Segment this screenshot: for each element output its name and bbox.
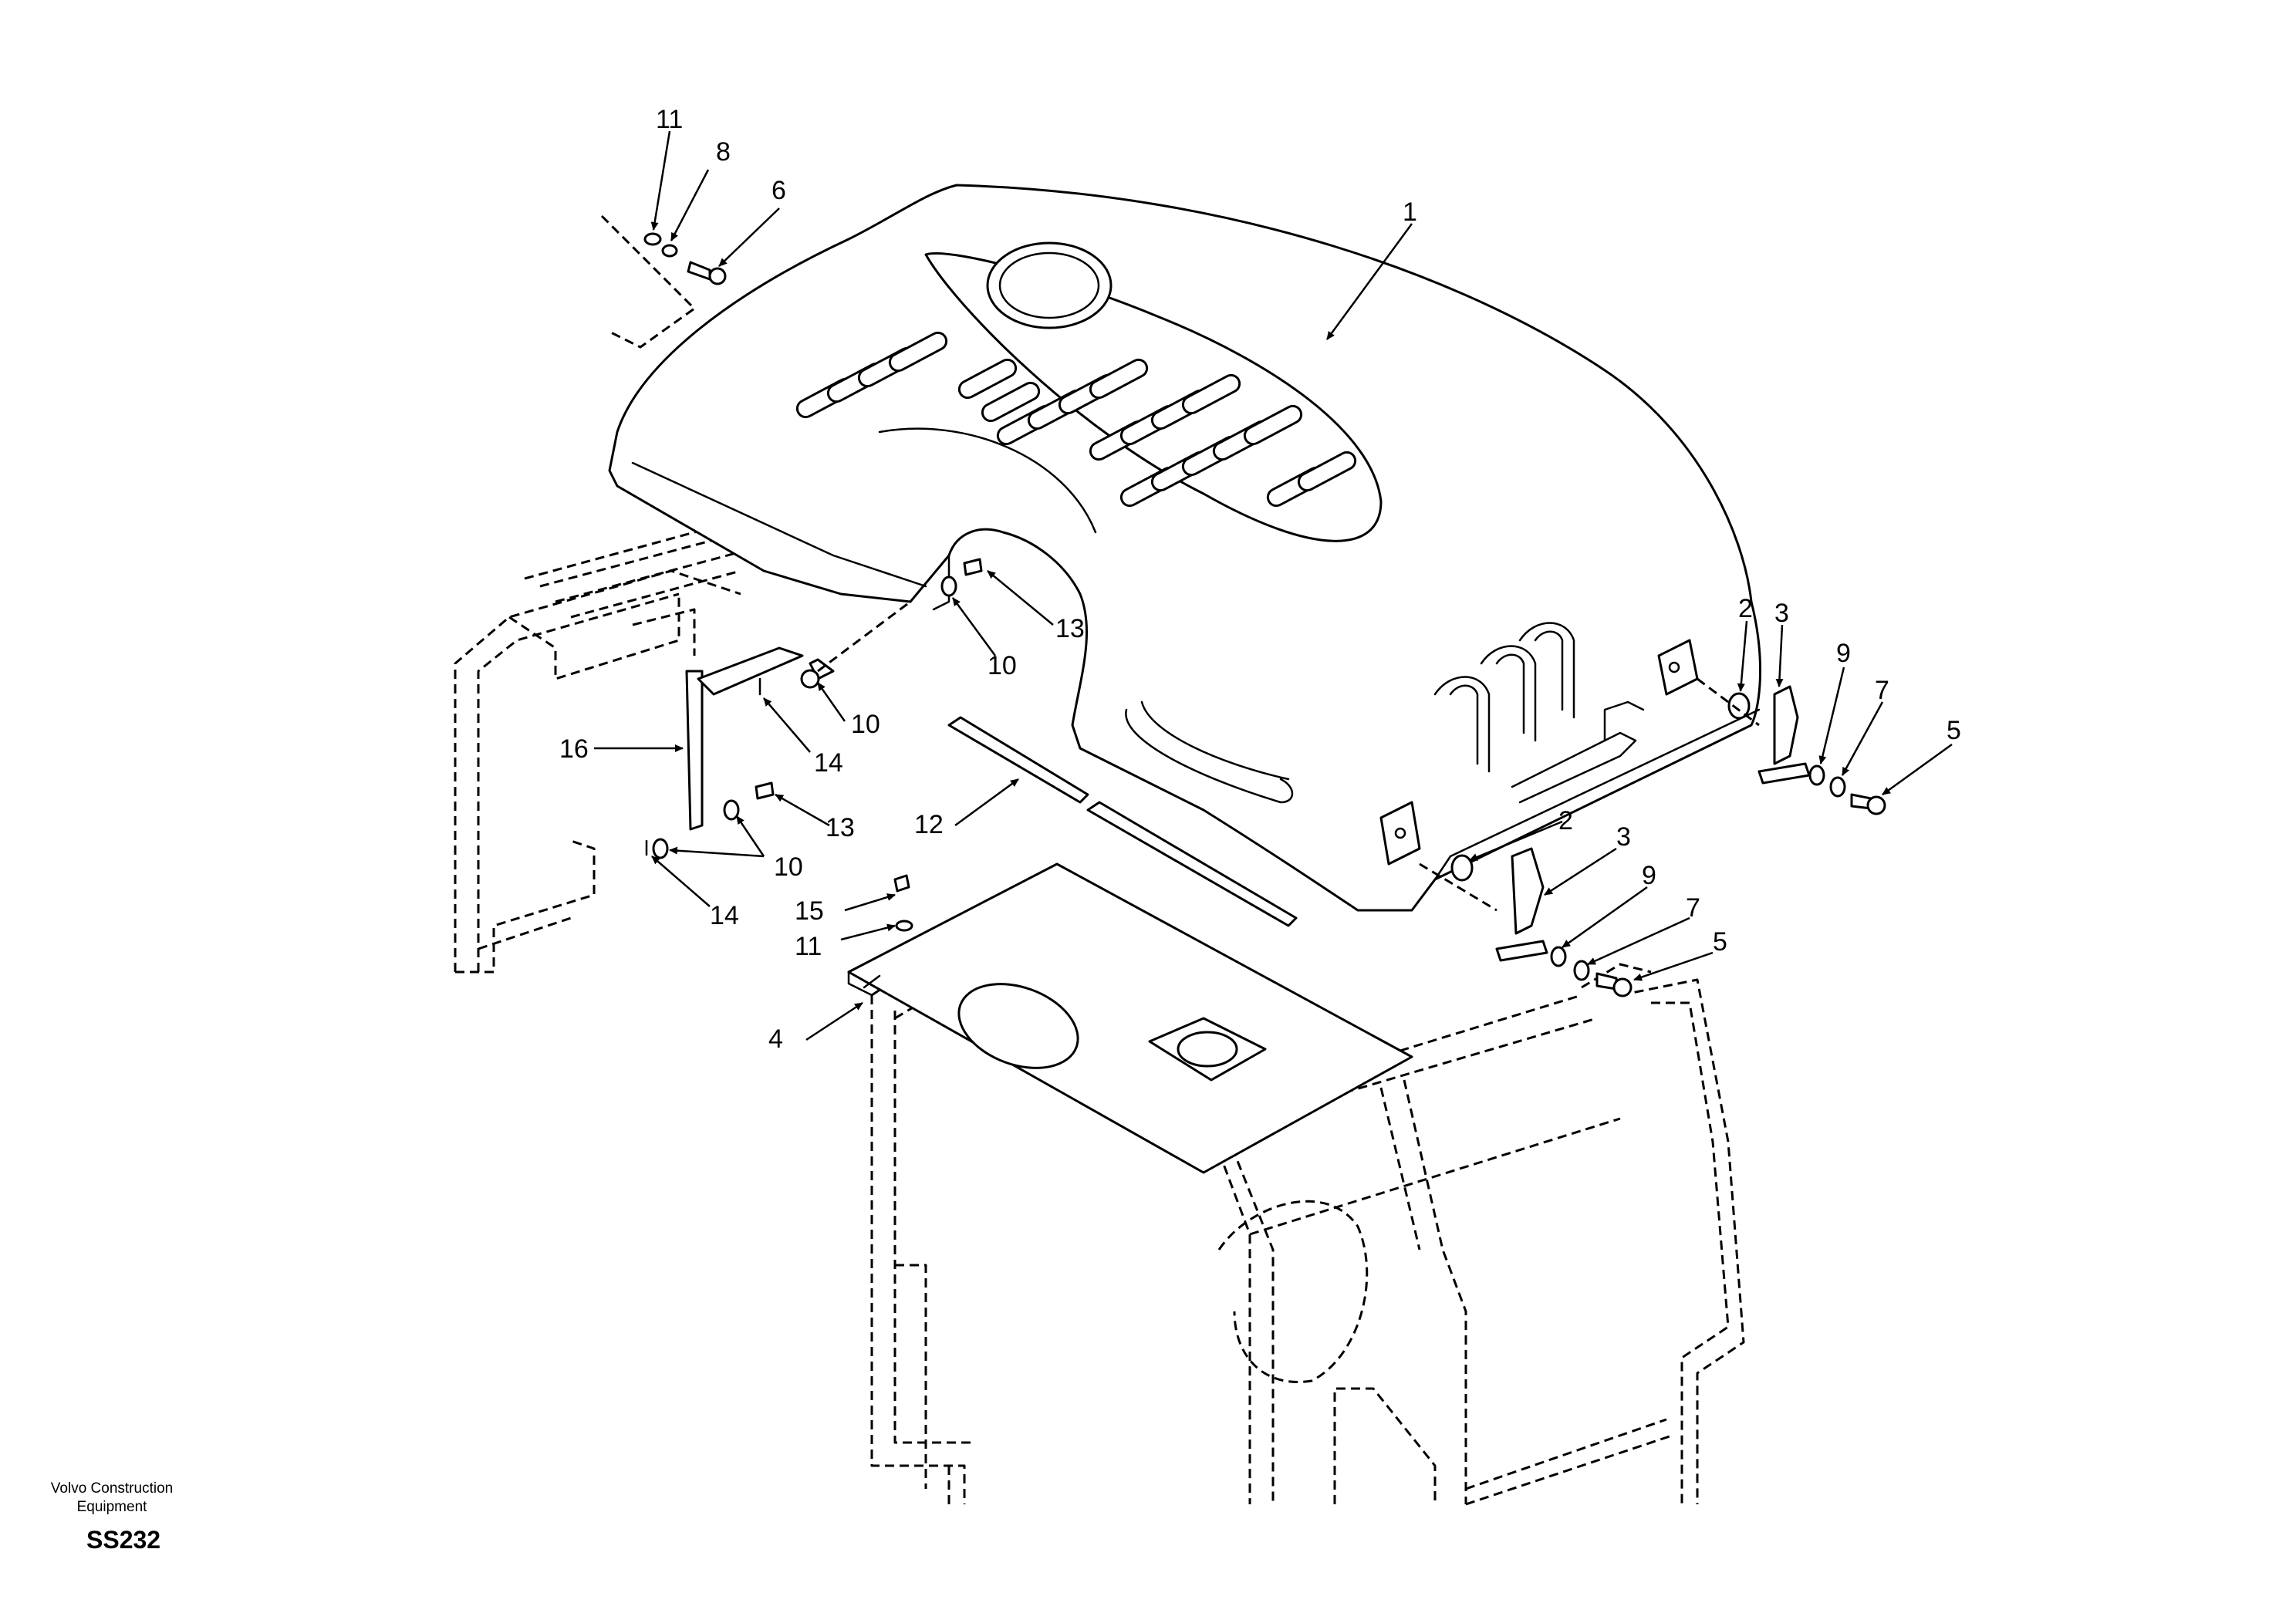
manufacturer-name: Volvo Construction Equipment — [46, 1480, 177, 1517]
support-stay-bracket — [685, 600, 911, 831]
cover-vent-slots — [795, 331, 1357, 508]
callout-label: 10 — [851, 710, 880, 739]
callout-labels: 11 8 6 1 2 3 9 7 5 13 10 10 14 16 13 10 … — [559, 105, 1961, 1054]
callout-label: 4 — [768, 1024, 783, 1054]
callout-label: 3 — [1616, 822, 1631, 852]
callout-label: 6 — [772, 176, 786, 205]
callout-label: 10 — [774, 852, 803, 882]
callout-label: 10 — [988, 651, 1017, 680]
callout-label: 14 — [710, 901, 739, 930]
drawing-code: SS232 — [86, 1526, 161, 1554]
callout-label: 1 — [1403, 197, 1417, 227]
callout-label: 16 — [559, 734, 589, 764]
engine-hood-cover — [608, 184, 1761, 912]
callout-label: 15 — [795, 896, 824, 926]
callout-label: 2 — [1558, 806, 1573, 835]
callout-label: 3 — [1774, 599, 1789, 628]
drawing-footer: Volvo Construction Equipment SS232 — [46, 1480, 224, 1554]
manufacturer-line-2: Equipment — [76, 1499, 147, 1515]
callout-label: 9 — [1642, 861, 1656, 890]
cover-side-ribs — [1125, 622, 1645, 804]
callout-label: 13 — [826, 813, 855, 842]
callout-label: 11 — [795, 932, 822, 961]
left-frame-outline — [454, 508, 804, 974]
callout-label: 9 — [1836, 639, 1851, 668]
callout-label: 5 — [1713, 927, 1727, 957]
manufacturer-line-1: Volvo Construction — [50, 1480, 174, 1497]
callout-label: 8 — [716, 137, 731, 167]
callout-label: 7 — [1875, 676, 1889, 705]
callout-label: 7 — [1686, 893, 1700, 923]
callout-label: 5 — [1947, 716, 1961, 745]
callout-label: 13 — [1055, 614, 1085, 643]
seal-strips — [947, 716, 1298, 927]
callout-label: 12 — [914, 810, 944, 839]
callout-leaders — [594, 130, 1953, 1041]
callout-label: 14 — [814, 748, 843, 778]
callout-label: 2 — [1738, 594, 1753, 623]
bottom-cover-plate — [847, 862, 1413, 1174]
callout-label: 11 — [656, 105, 683, 134]
hardware-items — [600, 214, 1886, 997]
